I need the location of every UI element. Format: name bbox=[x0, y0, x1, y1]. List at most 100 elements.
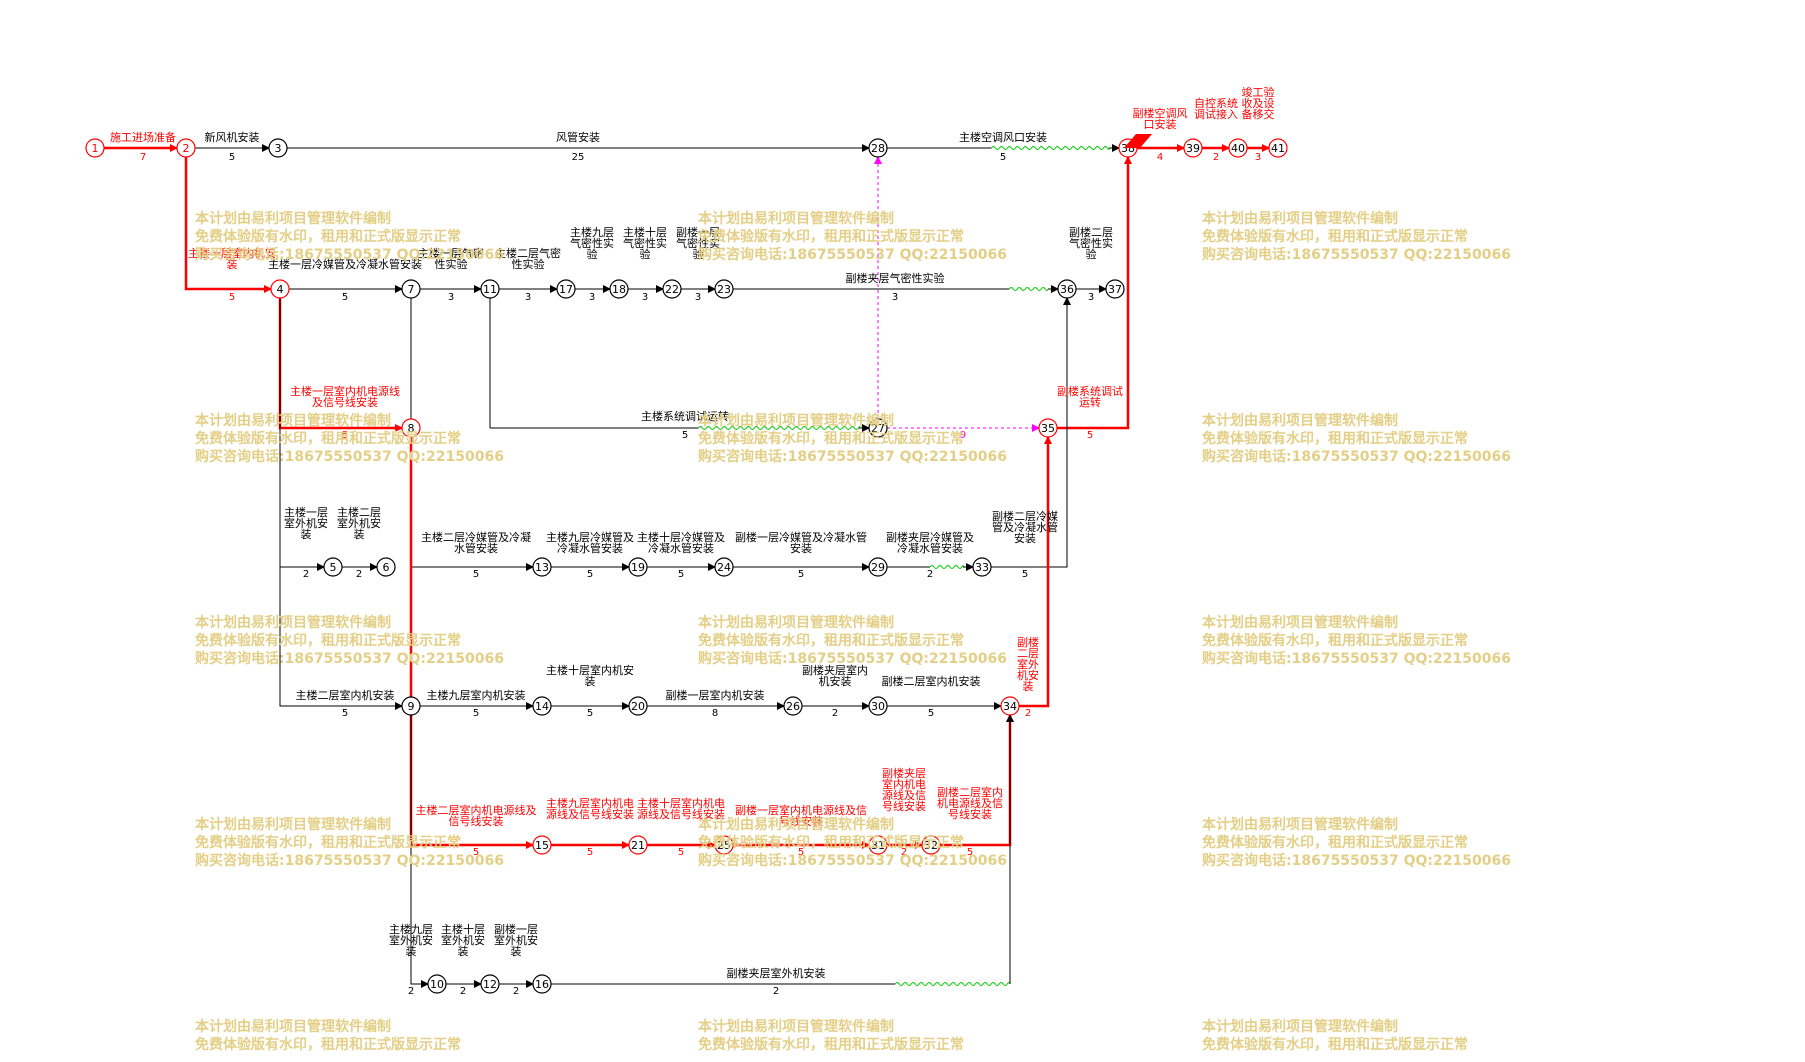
node-20: 20 bbox=[628, 696, 648, 716]
node-circle bbox=[323, 557, 343, 577]
node-31: 31 bbox=[868, 835, 888, 855]
watermark-block: 本计划由易利项目管理软件编制 免费体验版有水印，租用和正式版显示正常 bbox=[195, 1018, 461, 1054]
activity-line bbox=[184, 157, 272, 293]
node-circle bbox=[868, 138, 888, 158]
activity-duration: 5 bbox=[798, 847, 804, 858]
activity-duration: 3 bbox=[1255, 152, 1261, 163]
activity-name: 副楼系统调试运转 bbox=[1057, 384, 1123, 409]
activity-duration: 2 bbox=[1025, 708, 1031, 719]
activity-35-38 bbox=[1057, 156, 1132, 430]
watermark-line: 购买咨询电话:18675550537 QQ:22150066 bbox=[698, 853, 1007, 869]
activity-name: 副楼二层室内机电源线及信号线安装 bbox=[937, 785, 1003, 821]
activity-duration: 5 bbox=[587, 708, 593, 719]
watermark-line: 本计划由易利项目管理软件编制 bbox=[195, 413, 391, 429]
watermark-line: 本计划由易利项目管理软件编制 bbox=[195, 817, 391, 833]
watermark-block: 本计划由易利项目管理软件编制 免费体验版有水印，租用和正式版显示正常 bbox=[1202, 1018, 1468, 1054]
node-9: 9 bbox=[401, 696, 421, 716]
node-32: 32 bbox=[921, 835, 941, 855]
node-number: 3 bbox=[275, 142, 282, 155]
node-41: 41 bbox=[1268, 138, 1288, 158]
node-circle bbox=[480, 974, 500, 994]
node-number: 10 bbox=[430, 978, 444, 991]
node-24: 24 bbox=[714, 557, 734, 577]
node-number: 37 bbox=[1108, 283, 1122, 296]
activity-name: 副楼夹层室内机安装 bbox=[802, 663, 868, 688]
node-28: 28 bbox=[868, 138, 888, 158]
activity-29-33 bbox=[887, 563, 974, 571]
node-circle bbox=[714, 835, 734, 855]
watermark-block: 本计划由易利项目管理软件编制 免费体验版有水印，租用和正式版显示正常 bbox=[698, 1018, 964, 1054]
activity-name: 主楼系统调试运转 bbox=[641, 409, 729, 423]
watermark-block: 本计划由易利项目管理软件编制 免费体验版有水印，租用和正式版显示正常 购买咨询电… bbox=[698, 210, 1007, 264]
node-8: 8 bbox=[401, 418, 421, 438]
node-number: 1 bbox=[92, 142, 99, 155]
node-number: 40 bbox=[1231, 142, 1245, 155]
free-float-wave bbox=[698, 426, 861, 430]
node-number: 30 bbox=[871, 700, 885, 713]
activity-duration: 5 bbox=[678, 569, 684, 580]
watermark-line: 购买咨询电话:18675550537 QQ:22150066 bbox=[1202, 449, 1511, 465]
node-number: 23 bbox=[717, 283, 731, 296]
activity-name: 主楼九层气密性实验 bbox=[570, 225, 614, 261]
activity-duration: 2 bbox=[356, 569, 362, 580]
activity-duration: 2 bbox=[832, 708, 838, 719]
node-number: 4 bbox=[277, 283, 284, 296]
activity-name: 副楼一层气密性实验 bbox=[676, 225, 720, 261]
node-number: 12 bbox=[483, 978, 497, 991]
node-29: 29 bbox=[868, 557, 888, 577]
node-number: 2 bbox=[183, 142, 190, 155]
activity-line bbox=[991, 297, 1071, 568]
free-float-wave bbox=[1008, 287, 1049, 291]
watermark-line: 本计划由易利项目管理软件编制 bbox=[1202, 211, 1398, 227]
node-number: 31 bbox=[871, 839, 885, 852]
watermark-block: 本计划由易利项目管理软件编制 免费体验版有水印，租用和正式版显示正常 购买咨询电… bbox=[195, 816, 504, 870]
node-circle bbox=[868, 418, 888, 438]
activity-duration: 2 bbox=[513, 986, 519, 997]
watermark-line: 免费体验版有水印，租用和正式版显示正常 bbox=[698, 431, 964, 447]
activity-line bbox=[1057, 156, 1132, 430]
node-37: 37 bbox=[1105, 279, 1125, 299]
watermark-line: 本计划由易利项目管理软件编制 bbox=[195, 615, 391, 631]
node-number: 33 bbox=[975, 561, 989, 574]
node-number: 5 bbox=[330, 561, 337, 574]
watermark-line: 免费体验版有水印，租用和正式版显示正常 bbox=[195, 1037, 461, 1053]
node-14: 14 bbox=[532, 696, 552, 716]
activity-duration: 5 bbox=[342, 708, 348, 719]
node-circle bbox=[868, 696, 888, 716]
watermark-line: 免费体验版有水印，租用和正式版显示正常 bbox=[1202, 1037, 1468, 1053]
activity-name: 主楼十层冷媒管及冷凝水管安装 bbox=[637, 530, 725, 555]
activity-name: 主楼一层气密性实验 bbox=[418, 246, 484, 271]
node-number: 41 bbox=[1271, 142, 1285, 155]
node-number: 34 bbox=[1003, 700, 1017, 713]
activity-name: 主楼十层气密性实验 bbox=[623, 225, 667, 261]
node-5: 5 bbox=[323, 557, 343, 577]
node-circle bbox=[1228, 138, 1248, 158]
activity-name: 副楼二层气密性实验 bbox=[1069, 225, 1113, 261]
activity-name: 副楼二层室外机安装 bbox=[1017, 635, 1039, 693]
node-number: 15 bbox=[535, 839, 549, 852]
activity-duration: 3 bbox=[642, 292, 648, 303]
node-27: 27 bbox=[868, 418, 888, 438]
node-circle bbox=[628, 557, 648, 577]
activity-name: 新风机安装 bbox=[205, 130, 260, 144]
node-10: 10 bbox=[427, 974, 447, 994]
node-30: 30 bbox=[868, 696, 888, 716]
watermark-line: 本计划由易利项目管理软件编制 bbox=[698, 1019, 894, 1035]
activity-duration: 25 bbox=[572, 152, 585, 163]
activity-name: 副楼一层冷媒管及冷凝水管安装 bbox=[735, 530, 867, 555]
node-circle bbox=[401, 418, 421, 438]
node-number: 8 bbox=[408, 422, 415, 435]
node-number: 20 bbox=[631, 700, 645, 713]
activity-name: 主楼二层冷媒管及冷凝水管安装 bbox=[421, 530, 531, 555]
free-float-wave bbox=[929, 565, 964, 569]
activity-name: 自控系统调试接入 bbox=[1194, 96, 1238, 121]
activity-duration: 2 bbox=[901, 847, 907, 858]
node-circle bbox=[532, 835, 552, 855]
node-circle bbox=[1057, 279, 1077, 299]
node-circle bbox=[268, 138, 288, 158]
watermark-line: 免费体验版有水印，租用和正式版显示正常 bbox=[195, 835, 461, 851]
activity-duration: 2 bbox=[460, 986, 466, 997]
watermark-line: 本计划由易利项目管理软件编制 bbox=[195, 211, 391, 227]
activity-9-10 bbox=[410, 715, 429, 988]
